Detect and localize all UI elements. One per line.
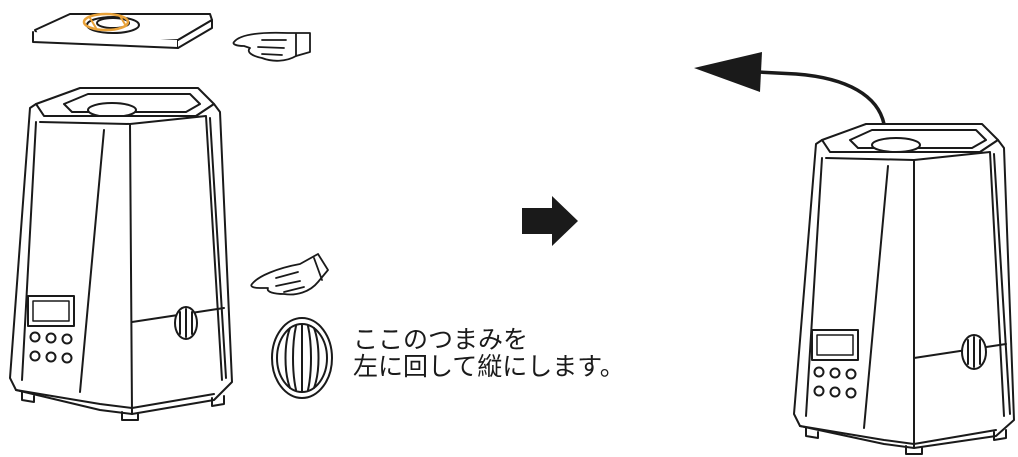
detached-lid: [32, 12, 213, 49]
knob-instruction-caption: ここのつまみを 左に回して縦にします。: [353, 326, 653, 380]
pointing-hand-icon: [232, 31, 311, 62]
curved-arrow-icon: [694, 52, 886, 126]
right-arrow-icon: [522, 196, 578, 246]
knob-icon: [271, 317, 333, 399]
pointing-hand-icon-2: [250, 253, 329, 296]
humidifier-left: [9, 87, 233, 421]
caption-line-1: ここのつまみを: [353, 325, 529, 354]
caption-line-2: 左に回して縦にします。: [353, 352, 625, 381]
humidifier-right: [793, 123, 1015, 455]
